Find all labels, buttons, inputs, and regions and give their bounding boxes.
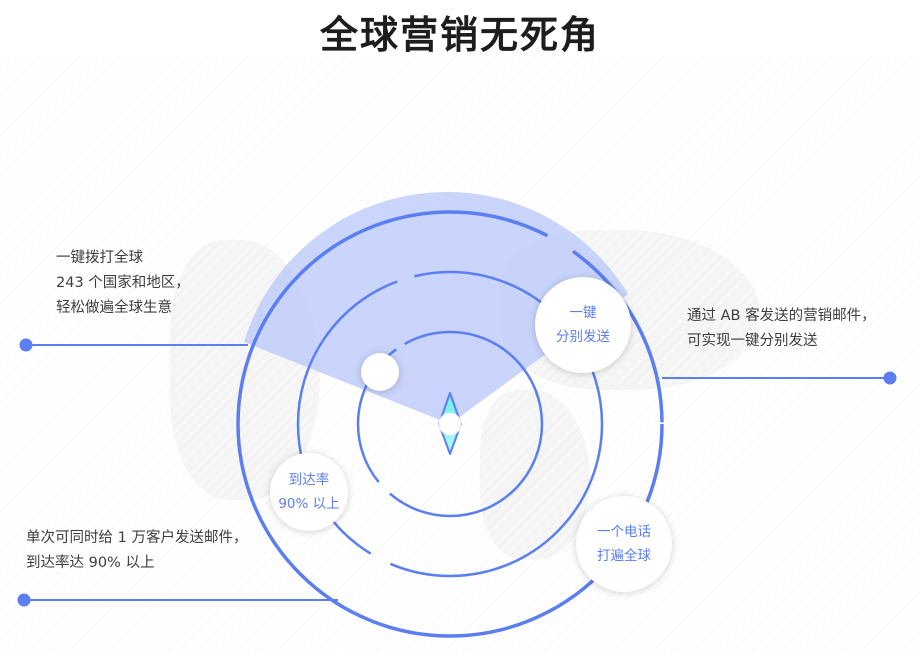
- global-dial-description: 一键拨打全球 243 个国家和地区， 轻松做遍全球生意: [56, 246, 190, 321]
- node-split-send: 一键 分别发送: [535, 277, 631, 373]
- connector-dot-left-top: [19, 338, 33, 352]
- radar-center-dot: [438, 412, 462, 436]
- connector-dot-right: [883, 371, 897, 385]
- node-reach-rate: 到达率 90% 以上: [270, 453, 348, 531]
- node-label: 到达率: [288, 472, 330, 488]
- radar-ring-outer: [236, 210, 664, 638]
- page-title: 全球营销无死角: [319, 13, 600, 57]
- bulk-email-description: 单次可同时给 1 万客户发送邮件， 到达率达 90% 以上: [26, 526, 247, 576]
- connector-dot-left-bottom: [17, 593, 31, 607]
- desc-line: 到达率达 90% 以上: [26, 555, 155, 571]
- radar-blip: [361, 353, 399, 391]
- node-global-call: 一个电话 打遍全球: [576, 496, 672, 592]
- ab-email-description: 通过 AB 客发送的营销邮件， 可实现一键分别发送: [687, 304, 876, 354]
- desc-line: 243 个国家和地区，: [56, 275, 190, 291]
- radar-ring-inner: [356, 330, 544, 518]
- desc-line: 一键拨打全球: [56, 250, 143, 266]
- node-label: 90% 以上: [278, 496, 340, 512]
- desc-line: 通过 AB 客发送的营销邮件，: [687, 308, 876, 324]
- node-label: 一键: [569, 305, 597, 321]
- node-label: 分别发送: [556, 329, 610, 345]
- node-label: 打遍全球: [597, 548, 651, 564]
- radar-sweep: [244, 191, 628, 424]
- desc-line: 可实现一键分别发送: [687, 333, 818, 349]
- radar-ring-middle: [296, 270, 604, 578]
- desc-line: 单次可同时给 1 万客户发送邮件，: [26, 530, 248, 546]
- desc-line: 轻松做遍全球生意: [56, 300, 172, 316]
- node-label: 一个电话: [597, 524, 651, 540]
